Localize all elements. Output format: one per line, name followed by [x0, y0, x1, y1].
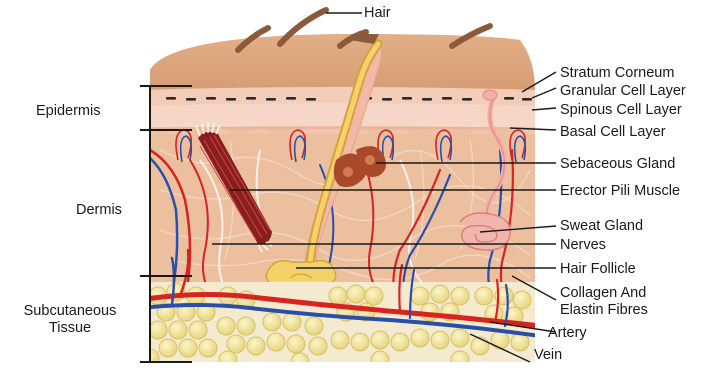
label-collagen-line1: Collagen And — [560, 285, 648, 302]
label-collagen-elastin: Collagen And Elastin Fibres — [560, 285, 648, 319]
label-basal-cell-layer: Basal Cell Layer — [560, 124, 666, 140]
label-subcutaneous-tissue: Subcutaneous Tissue — [6, 303, 134, 337]
label-hair-follicle: Hair Follicle — [560, 261, 636, 277]
label-nerves: Nerves — [560, 237, 606, 253]
label-vein: Vein — [534, 347, 562, 363]
stratum-corneum-layer — [140, 30, 540, 94]
label-stratum-corneum: Stratum Corneum — [560, 65, 674, 81]
label-subcutaneous-line1: Subcutaneous — [6, 303, 134, 320]
label-dermis: Dermis — [76, 202, 122, 218]
label-collagen-line2: Elastin Fibres — [560, 302, 648, 319]
label-artery: Artery — [548, 325, 587, 341]
label-erector-pili-muscle: Erector Pili Muscle — [560, 183, 680, 199]
spinous-layer — [140, 103, 540, 128]
skin-block — [140, 30, 540, 366]
label-sebaceous-gland: Sebaceous Gland — [560, 156, 675, 172]
label-sweat-gland: Sweat Gland — [560, 218, 643, 234]
label-spinous-cell-layer: Spinous Cell Layer — [560, 102, 682, 118]
label-granular-cell-layer: Granular Cell Layer — [560, 83, 686, 99]
label-hair: Hair — [364, 5, 391, 21]
label-epidermis: Epidermis — [36, 103, 100, 119]
label-subcutaneous-line2: Tissue — [6, 320, 134, 337]
